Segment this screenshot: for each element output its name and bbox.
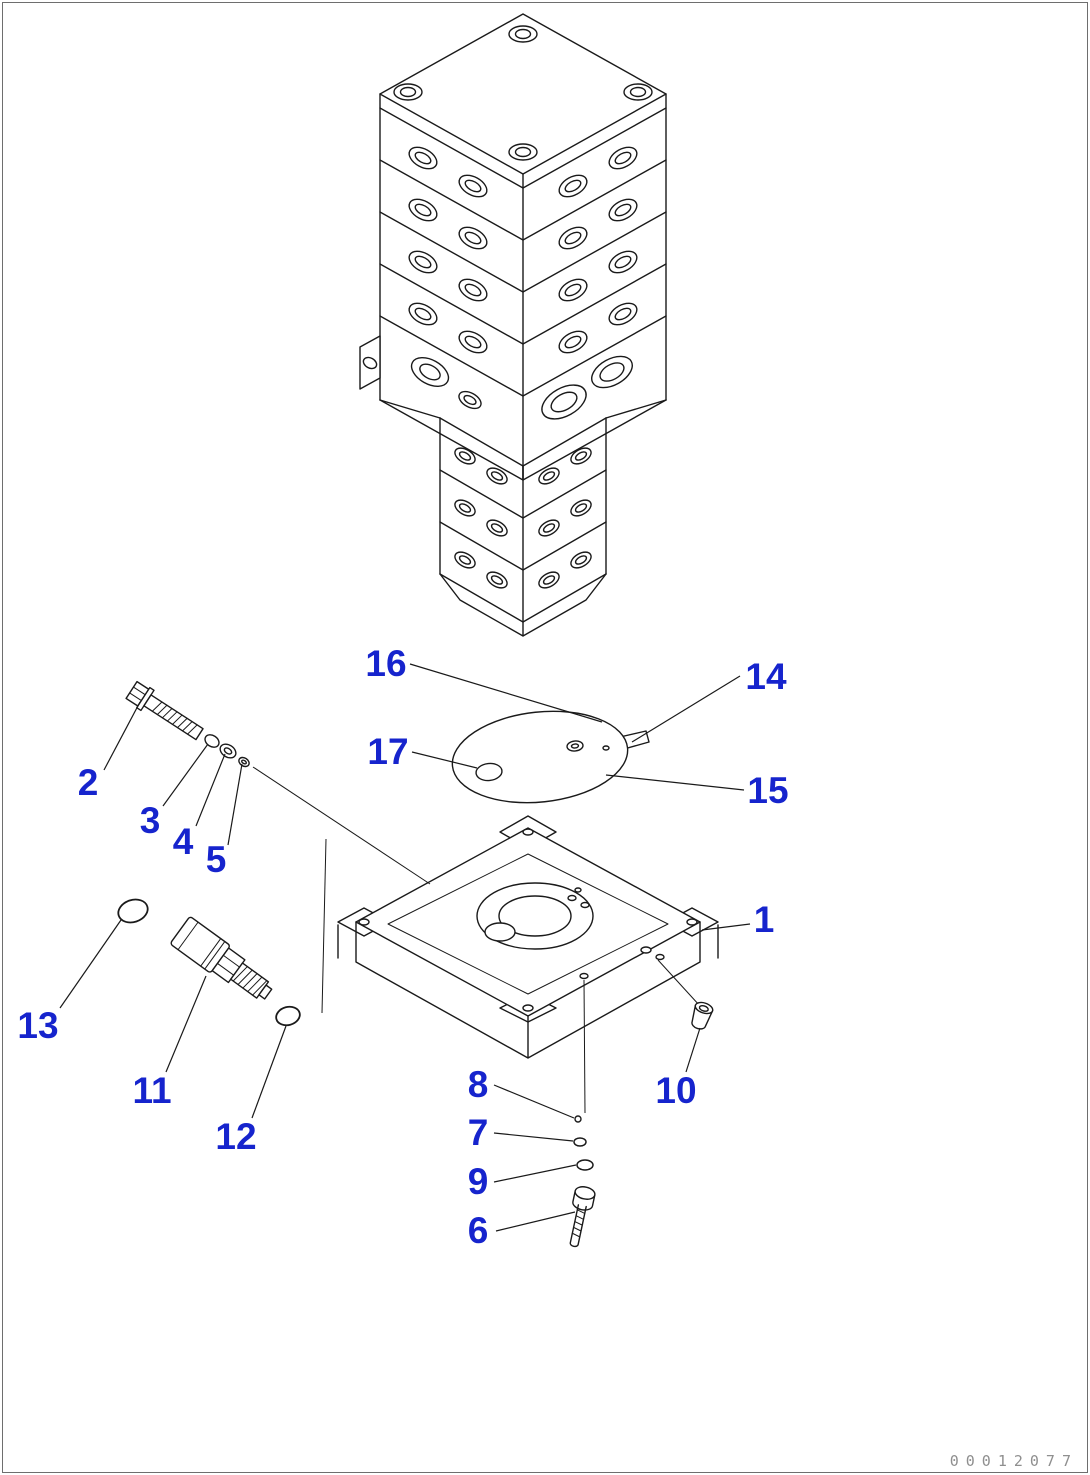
cover-plate-assembly bbox=[451, 710, 650, 804]
callout-11: 11 bbox=[132, 1070, 171, 1111]
leader-5 bbox=[227, 763, 243, 846]
leader-6 bbox=[495, 1211, 576, 1232]
valve-stack bbox=[359, 13, 667, 637]
callout-12: 12 bbox=[215, 1116, 256, 1157]
part-ball-8 bbox=[574, 1115, 582, 1123]
construction-lines bbox=[252, 766, 701, 1114]
leader-15 bbox=[605, 774, 745, 791]
leader-4 bbox=[195, 753, 226, 827]
callout-17: 17 bbox=[367, 731, 408, 772]
leader-10 bbox=[685, 1027, 701, 1073]
part-bolt-6 bbox=[569, 1186, 596, 1248]
leader-1 bbox=[701, 923, 751, 931]
leader-9 bbox=[493, 1164, 577, 1183]
part-oring-12 bbox=[275, 1005, 301, 1027]
part-plug-10 bbox=[691, 1001, 714, 1030]
leader-lines bbox=[59, 663, 751, 1232]
part-ring-7 bbox=[573, 1137, 587, 1147]
leader-17 bbox=[411, 751, 478, 769]
leader-12 bbox=[251, 1025, 287, 1119]
part-washer-4 bbox=[219, 743, 237, 759]
leader-14 bbox=[631, 675, 741, 743]
leader-8 bbox=[493, 1084, 575, 1119]
callout-6: 6 bbox=[468, 1210, 489, 1251]
callout-3: 3 bbox=[140, 800, 161, 841]
callout-5: 5 bbox=[206, 839, 227, 880]
part-bolt-2 bbox=[125, 680, 204, 741]
callout-13: 13 bbox=[17, 1005, 58, 1046]
leader-13 bbox=[59, 919, 122, 1009]
callout-15: 15 bbox=[747, 770, 788, 811]
cover-plate bbox=[451, 710, 629, 804]
part-spring-washer-3 bbox=[204, 734, 220, 748]
callout-2: 2 bbox=[78, 762, 99, 803]
callouts: 1 2 3 4 5 6 7 8 9 10 11 12 13 14 15 16 1… bbox=[17, 643, 788, 1251]
callout-14: 14 bbox=[745, 656, 787, 697]
leader-3 bbox=[162, 743, 209, 807]
part-ring-5 bbox=[238, 756, 250, 768]
callout-1: 1 bbox=[754, 899, 775, 940]
part-oring-9 bbox=[576, 1159, 594, 1171]
part-oring-13 bbox=[117, 898, 149, 924]
part-valve-11 bbox=[170, 916, 273, 1000]
callout-9: 9 bbox=[468, 1161, 489, 1202]
callout-10: 10 bbox=[655, 1070, 696, 1111]
callout-4: 4 bbox=[173, 821, 194, 862]
document-number: 00012077 bbox=[949, 1452, 1078, 1470]
callout-8: 8 bbox=[468, 1064, 489, 1105]
leader-16 bbox=[409, 663, 603, 723]
base-plate bbox=[337, 815, 719, 1059]
leader-11 bbox=[165, 975, 207, 1073]
callout-7: 7 bbox=[468, 1112, 489, 1153]
callout-16: 16 bbox=[365, 643, 406, 684]
leader-7 bbox=[493, 1132, 574, 1142]
leader-2 bbox=[103, 701, 141, 771]
cover-plate-hole bbox=[475, 762, 503, 782]
